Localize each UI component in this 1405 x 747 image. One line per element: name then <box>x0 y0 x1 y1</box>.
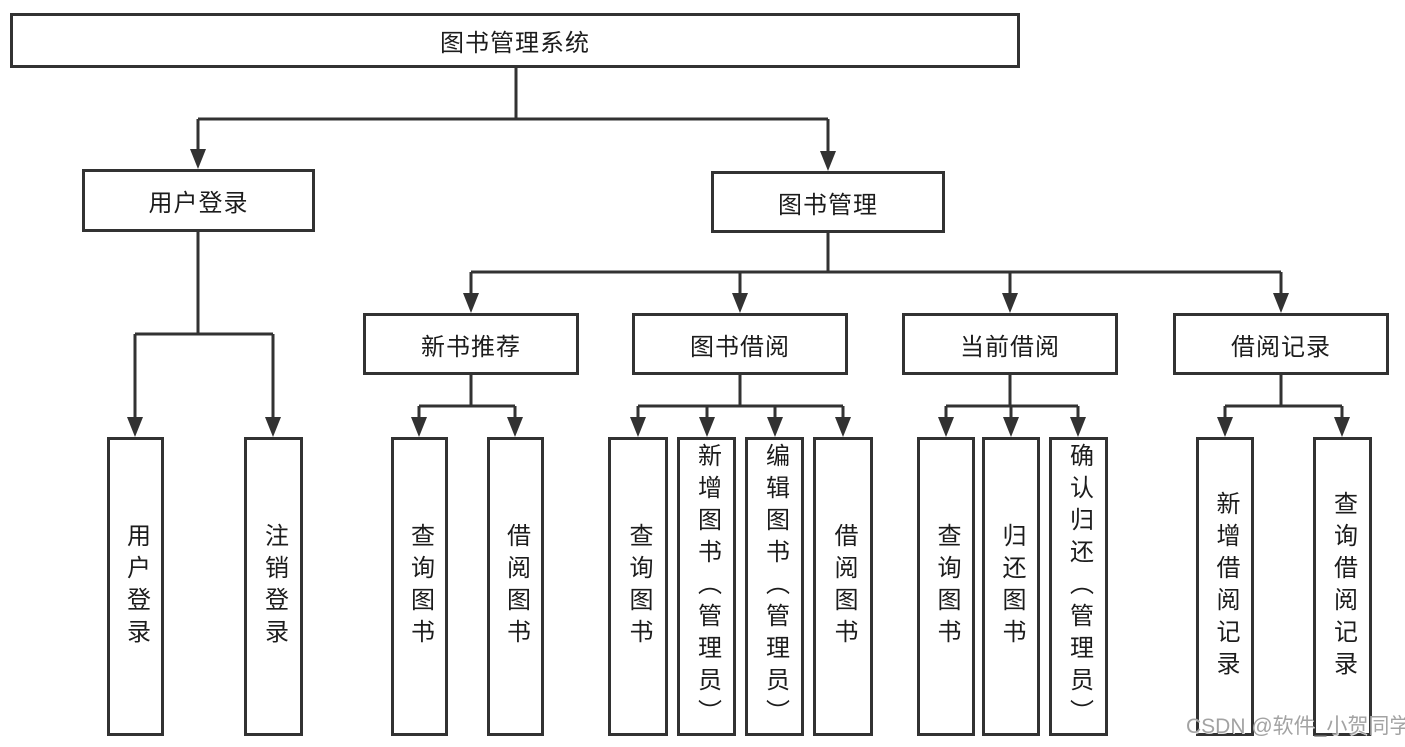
connector-userlogin-to-leaves <box>127 232 281 437</box>
leaf-records-query-record-label: 查询借阅记录 <box>1329 490 1357 683</box>
arrowhead <box>1217 417 1233 437</box>
node-book-management: 图书管理 <box>711 171 945 233</box>
arrowhead <box>190 149 206 169</box>
arrowhead <box>767 417 783 437</box>
leaf-newbook-query-books: 查询图书 <box>391 437 448 736</box>
leaf-borrow-query-books-label: 查询图书 <box>625 522 652 651</box>
leaf-logout-label: 注销登录 <box>260 522 288 651</box>
arrowhead <box>127 417 143 437</box>
node-current-borrowing: 当前借阅 <box>902 313 1118 375</box>
leaf-newbook-borrow-books-label: 借阅图书 <box>502 522 530 651</box>
leaf-current-confirm-return-admin: 确认归还（管理员） <box>1049 437 1108 736</box>
connector-newbook-to-leaves <box>411 375 523 437</box>
arrowhead <box>265 417 281 437</box>
node-user-login-label: 用户登录 <box>148 190 249 217</box>
leaf-records-query-record: 查询借阅记录 <box>1313 437 1372 736</box>
connector-records-to-leaves <box>1217 375 1350 437</box>
leaf-borrow-query-books: 查询图书 <box>608 437 668 736</box>
leaf-current-query-books-label: 查询图书 <box>933 522 960 651</box>
watermark: CSDN @软件_小贺同学 <box>1186 715 1405 738</box>
leaf-borrow-edit-books-admin-label: 编辑图书（管理员） <box>761 442 789 731</box>
arrowhead <box>463 293 479 313</box>
node-borrow-records-label: 借阅记录 <box>1231 333 1331 361</box>
arrowhead <box>1070 417 1086 437</box>
arrowhead <box>1002 293 1018 313</box>
arrowhead <box>1334 417 1350 437</box>
connector-root-to-level2 <box>190 68 836 171</box>
connector-borrow-to-leaves <box>630 375 851 437</box>
arrowhead <box>411 417 427 437</box>
leaf-borrow-borrow-books: 借阅图书 <box>813 437 873 736</box>
arrowhead <box>835 417 851 437</box>
leaf-records-add-record: 新增借阅记录 <box>1196 437 1254 736</box>
node-book-borrowing-label: 图书借阅 <box>690 333 790 361</box>
arrowhead <box>1273 293 1289 313</box>
arrowhead <box>938 417 954 437</box>
node-root-label: 图书管理系统 <box>440 30 590 57</box>
arrowhead <box>507 417 523 437</box>
node-root: 图书管理系统 <box>10 13 1020 68</box>
leaf-current-return-books: 归还图书 <box>982 437 1040 736</box>
leaf-borrow-add-books-admin-label: 新增图书（管理员） <box>693 442 721 731</box>
arrowhead <box>732 293 748 313</box>
connector-bookmgmt-to-level3 <box>463 233 1289 313</box>
connector-current-to-leaves <box>938 375 1086 437</box>
leaf-newbook-borrow-books: 借阅图书 <box>487 437 544 736</box>
leaf-current-query-books: 查询图书 <box>917 437 975 736</box>
leaf-current-return-books-label: 归还图书 <box>998 522 1025 651</box>
node-borrow-records: 借阅记录 <box>1173 313 1389 375</box>
leaf-borrow-borrow-books-label: 借阅图书 <box>830 522 857 651</box>
leaf-borrow-edit-books-admin: 编辑图书（管理员） <box>745 437 804 736</box>
leaf-records-add-record-label: 新增借阅记录 <box>1212 490 1239 683</box>
leaf-logout: 注销登录 <box>244 437 303 736</box>
node-new-book-recommend: 新书推荐 <box>363 313 579 375</box>
leaf-borrow-add-books-admin: 新增图书（管理员） <box>677 437 736 736</box>
node-current-borrowing-label: 当前借阅 <box>960 333 1060 361</box>
leaf-user-login: 用户登录 <box>107 437 164 736</box>
node-book-borrowing: 图书借阅 <box>632 313 848 375</box>
leaf-current-confirm-return-admin-label: 确认归还（管理员） <box>1065 442 1093 731</box>
arrowhead <box>630 417 646 437</box>
arrowhead <box>820 151 836 171</box>
leaf-newbook-query-books-label: 查询图书 <box>406 522 434 651</box>
node-book-management-label: 图书管理 <box>778 191 878 219</box>
arrowhead <box>699 417 715 437</box>
leaf-user-login-label: 用户登录 <box>122 522 150 651</box>
node-user-login: 用户登录 <box>82 169 315 232</box>
arrowhead <box>1003 417 1019 437</box>
node-new-book-recommend-label: 新书推荐 <box>421 333 521 361</box>
